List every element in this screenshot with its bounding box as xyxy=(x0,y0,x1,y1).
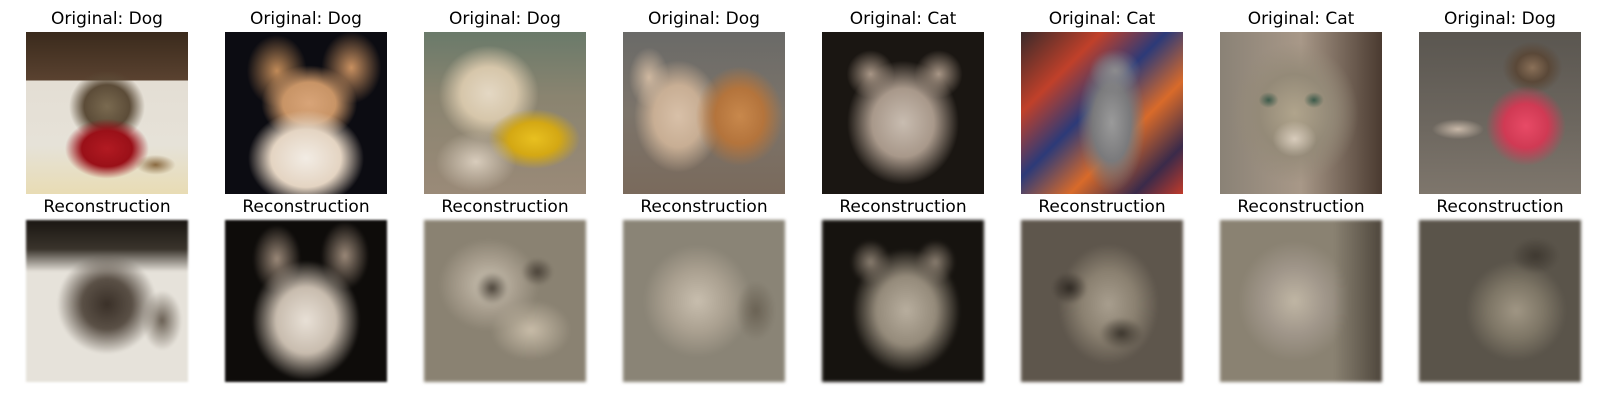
reconstruction-title: Reconstruction xyxy=(43,197,171,217)
original-image-dog xyxy=(424,32,586,194)
original-title: Original: Dog xyxy=(51,9,163,29)
reconstruction-title: Reconstruction xyxy=(640,197,768,217)
reconstruction-title: Reconstruction xyxy=(839,197,967,217)
original-title: Original: Dog xyxy=(1444,9,1556,29)
reconstruction-title: Reconstruction xyxy=(441,197,569,217)
reconstruction-title: Reconstruction xyxy=(1237,197,1365,217)
original-title: Original: Cat xyxy=(1048,9,1156,29)
reconstruction-image xyxy=(1220,220,1382,382)
reconstruction-image xyxy=(822,220,984,382)
reconstruction-title: Reconstruction xyxy=(1436,197,1564,217)
original-image-dog xyxy=(1419,32,1581,194)
reconstruction-title: Reconstruction xyxy=(1038,197,1166,217)
reconstruction-title: Reconstruction xyxy=(242,197,370,217)
original-image-cat xyxy=(1021,32,1183,194)
reconstruction-image xyxy=(26,220,188,382)
reconstruction-image xyxy=(1419,220,1581,382)
original-title: Original: Dog xyxy=(449,9,561,29)
original-title: Original: Cat xyxy=(1247,9,1355,29)
original-image-cat xyxy=(1220,32,1382,194)
original-image-dog xyxy=(225,32,387,194)
original-image-cat xyxy=(822,32,984,194)
reconstruction-image xyxy=(1021,220,1183,382)
reconstruction-image xyxy=(225,220,387,382)
reconstruction-image xyxy=(424,220,586,382)
original-image-dog xyxy=(26,32,188,194)
original-title: Original: Dog xyxy=(250,9,362,29)
original-title: Original: Cat xyxy=(849,9,957,29)
reconstruction-image xyxy=(623,220,785,382)
original-title: Original: Dog xyxy=(648,9,760,29)
original-image-dog xyxy=(623,32,785,194)
